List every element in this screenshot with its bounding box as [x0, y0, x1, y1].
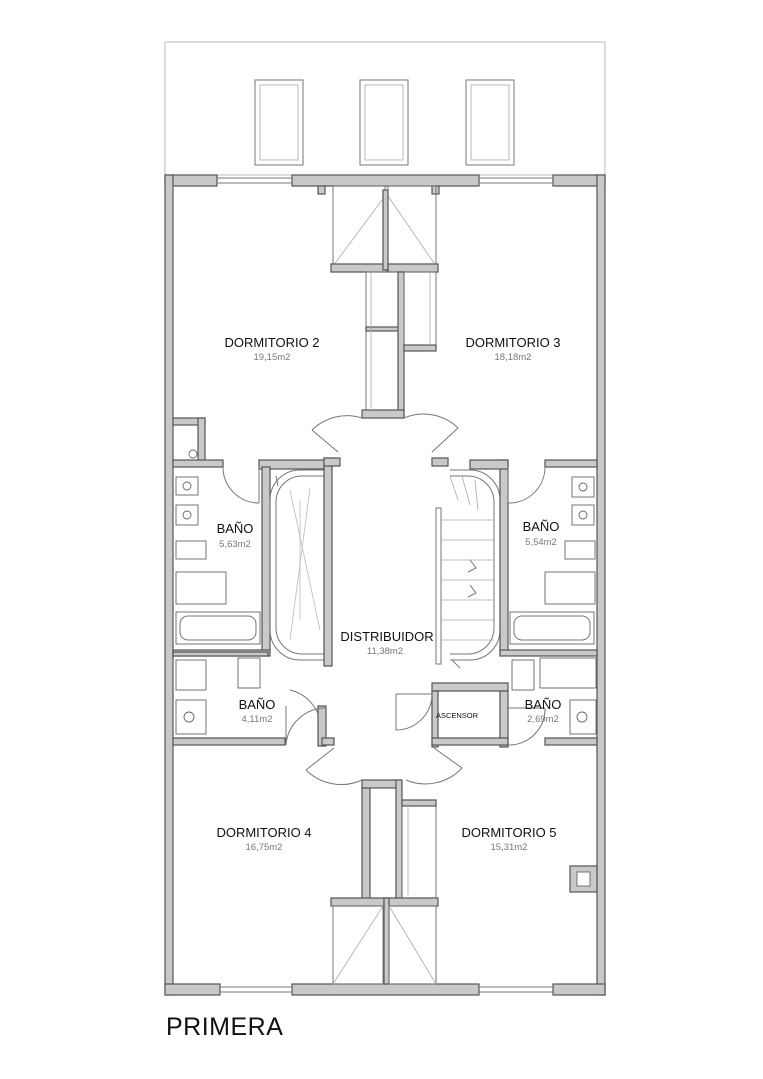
atrium-left — [269, 457, 341, 667]
right-lower-bath — [395, 657, 598, 748]
room-name-bano-right-top: BAÑO — [523, 519, 560, 534]
room-area-distribuidor: 11,38m2 — [367, 646, 403, 657]
top-wardrobes — [317, 185, 440, 419]
doors-top — [311, 413, 459, 453]
balcony — [164, 41, 606, 176]
left-lower-bath — [172, 657, 335, 747]
room-area-bano-left-bottom: 4,11m2 — [242, 714, 273, 725]
room-area-bano-left-top: 5,63m2 — [219, 539, 251, 550]
shaft — [569, 865, 598, 893]
room-area-dormitorio-5: 15,31m2 — [491, 842, 528, 853]
skylight-3 — [465, 79, 515, 166]
room-name-bano-left-bottom: BAÑO — [239, 697, 276, 712]
exterior-walls — [164, 174, 606, 996]
bottom-wardrobes — [330, 779, 439, 985]
doors-bottom — [305, 747, 463, 786]
room-area-dormitorio-4: 16,75m2 — [246, 842, 283, 853]
room-name-dormitorio-4: DORMITORIO 4 — [216, 825, 311, 840]
floor-title: PRIMERA — [166, 1013, 284, 1041]
room-area-dormitorio-2: 19,15m2 — [254, 352, 291, 363]
elevator-label: ASCENSOR — [436, 711, 479, 720]
room-area-bano-right-bottom: 2,69m2 — [527, 714, 559, 725]
left-upper-bath — [172, 417, 332, 653]
room-area-dormitorio-3: 18,18m2 — [495, 352, 532, 363]
middle-walls — [172, 649, 598, 657]
skylight-1 — [254, 79, 304, 166]
right-upper-bath — [469, 459, 598, 645]
room-name-dormitorio-3: DORMITORIO 3 — [465, 335, 560, 350]
stair — [431, 457, 509, 692]
room-name-dormitorio-5: DORMITORIO 5 — [461, 825, 556, 840]
room-area-bano-right-top: 5,54m2 — [525, 537, 557, 548]
room-name-bano-left-top: BAÑO — [217, 521, 254, 536]
room-name-bano-right-bottom: BAÑO — [525, 697, 562, 712]
room-name-distribuidor: DISTRIBUIDOR — [340, 629, 433, 644]
skylight-2 — [359, 79, 409, 166]
room-name-dormitorio-2: DORMITORIO 2 — [224, 335, 319, 350]
